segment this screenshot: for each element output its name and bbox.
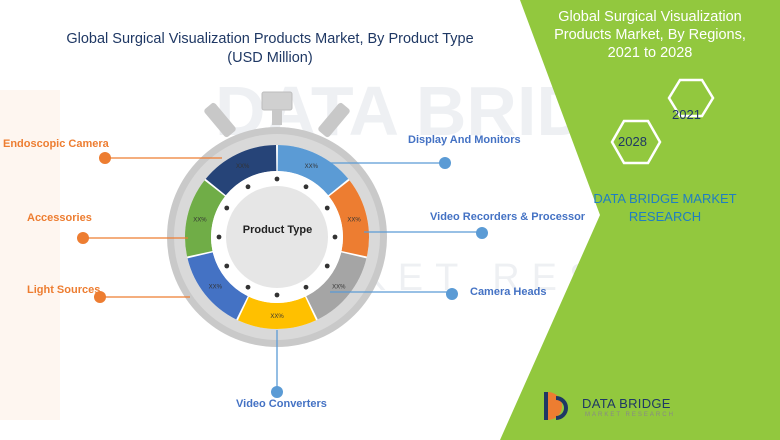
donut-segments [185,145,370,329]
segment-value-label: XX% [209,284,223,290]
segment-endoscopic-camera [205,145,277,196]
side-panel [500,0,780,440]
dot-video-converters [271,386,283,398]
donut-value-labels: XX% XX% XX% XX% XX% XX% XX% [193,164,361,320]
label-accessories: Accessories [27,212,92,224]
tick-dot [224,263,230,269]
tick-dot [303,284,309,290]
hex-year-2028: 2028 [618,134,647,149]
tick-dot [274,176,280,182]
label-video-recorders: Video Recorders & Processor [430,211,586,223]
tick-dot [216,234,222,240]
center-label: Product Type [242,224,313,236]
label-light-sources: Light Sources [27,284,101,296]
dot-camera-heads [446,288,458,300]
title-line-2: (USD Million) [227,50,313,66]
label-video-converters: Video Converters [236,398,327,410]
chart-title: Global Surgical Visualization Products M… [30,30,510,68]
segment-camera-heads [306,252,367,320]
label-camera-heads: Camera Heads [470,286,547,298]
segment-display-and-monitors [277,145,349,196]
connectors [77,152,488,398]
tick-dot [274,292,280,298]
dot-accessories [77,232,89,244]
clock-ticks [216,176,338,298]
tick-dot [324,263,330,269]
hexagon-2028 [610,119,662,165]
dot-light-sources [94,291,106,303]
tick-dot [324,205,330,211]
hexagon-2021 [667,78,715,118]
segment-value-label: XX% [347,217,361,223]
tick-dot [245,284,251,290]
panel-title-line-3: 2021 to 2028 [607,45,693,61]
dot-display-and-monitors [439,157,451,169]
segment-accessories [185,180,225,257]
dot-endoscopic-camera [99,152,111,164]
segment-value-label: XX% [332,284,346,290]
segment-video-recorders-processor [329,180,370,257]
title-line-1: Global Surgical Visualization Products M… [66,31,474,47]
tick-dot [303,184,309,190]
panel-title-line-1: Global Surgical Visualization [558,9,742,25]
center-disc [226,186,328,288]
segment-light-sources [187,252,248,320]
dot-video-recorders [476,227,488,239]
logo-name: DATA BRIDGE [582,396,671,411]
hex-year-2021: 2021 [672,107,701,122]
segment-value-label: XX% [270,314,284,320]
tick-dot [245,184,251,190]
logo-mark-icon [544,392,568,420]
panel-brand-line-2: RESEARCH [628,209,702,224]
tick-dot [332,234,338,240]
hexagons [610,78,715,165]
segment-value-label: XX% [193,217,207,223]
label-endoscopic-camera: Endoscopic Camera [3,138,109,150]
segment-value-label: XX% [305,164,319,170]
tick-dot [224,205,230,211]
panel-title: Global Surgical Visualization Products M… [540,8,760,62]
panel-title-line-2: Products Market, By Regions, [554,27,746,43]
panel-brand: DATA BRIDGE MARKET RESEARCH [590,190,740,226]
label-display-and-monitors: Display And Monitors [408,134,521,146]
logo-tagline: MARKET RESEARCH [585,412,675,418]
segment-value-label: XX% [236,164,250,170]
segment-video-converters [237,296,317,329]
panel-brand-line-1: DATA BRIDGE MARKET [593,191,737,206]
